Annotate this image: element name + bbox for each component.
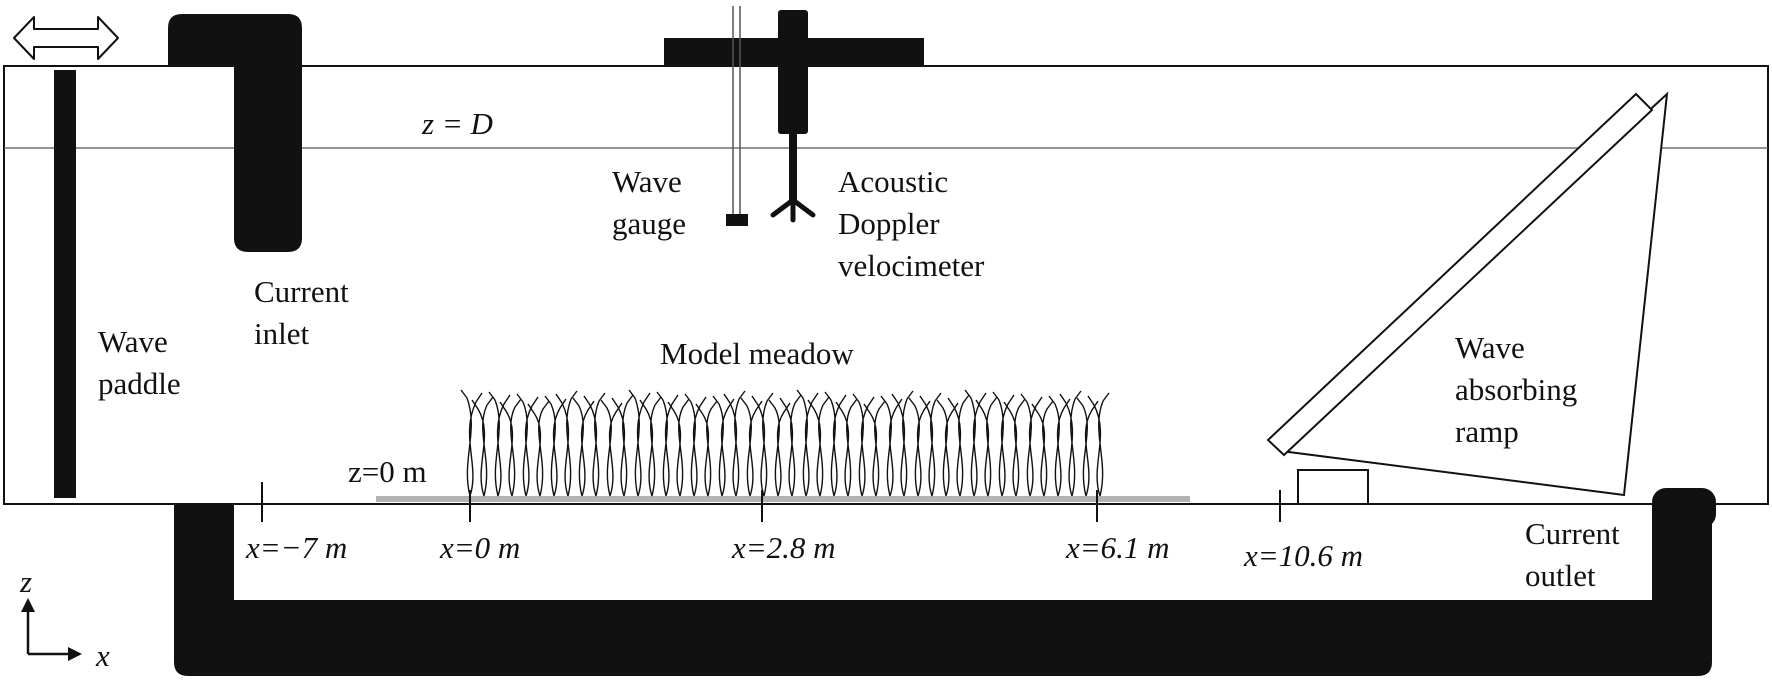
model-meadow-label: Model meadow [660, 336, 854, 371]
meadow-plant [807, 396, 830, 497]
meadow-plant [1003, 398, 1026, 497]
meadow-plant [1059, 390, 1082, 497]
meadow-plant [1048, 395, 1071, 497]
meadow-plant [639, 396, 662, 497]
meadow-plant [583, 392, 606, 497]
position-label-x-2-8: x=2.8 m [731, 530, 836, 565]
meadow-plant [852, 393, 875, 497]
meadow-plant [656, 391, 679, 497]
current-inlet-label: Current inlet [254, 274, 356, 351]
meadow-plant [1076, 397, 1099, 497]
meadow-plant [712, 395, 735, 497]
adv-housing [778, 10, 808, 134]
meadow-plant [611, 394, 634, 497]
meadow-plant [488, 391, 511, 497]
meadow-plant [740, 397, 763, 497]
meadow-plant [516, 393, 539, 497]
meadow-plant [527, 400, 550, 497]
meadow-plant [460, 389, 483, 497]
ramp-support [1297, 469, 1369, 505]
meadow-plant [824, 391, 847, 497]
adv-label: Acoustic Doppler velocimeter [838, 164, 985, 283]
meadow-plant [796, 389, 819, 497]
meadow-plant [471, 396, 494, 497]
meadow-plant [936, 399, 959, 497]
model-meadow [460, 389, 1110, 497]
adv-probe-head [770, 197, 816, 223]
meadow-plant [880, 395, 903, 497]
meadow-plant [572, 397, 595, 497]
axis-x-label: x [95, 638, 110, 673]
wave-paddle [54, 70, 76, 498]
meadow-plant [779, 394, 802, 497]
wave-paddle-label: Wave paddle [98, 324, 181, 401]
meadow-plant [975, 396, 998, 497]
meadow-plant [919, 392, 942, 497]
meadow-plant [723, 390, 746, 497]
meadow-plant [600, 399, 623, 497]
double-arrow-icon [13, 16, 119, 60]
meadow-plant [947, 394, 970, 497]
position-label-x-0: x=0 m [439, 530, 520, 565]
meadow-plant [499, 398, 522, 497]
meadow-plant [751, 392, 774, 497]
current-outlet-label: Current outlet [1525, 516, 1627, 593]
adv-stem [789, 134, 797, 204]
meadow-plant [768, 399, 791, 497]
meadow-plant [544, 395, 567, 497]
wave-gauge-probe [726, 214, 748, 226]
meadow-plant [695, 400, 718, 497]
meadow-plant [667, 398, 690, 497]
meadow-plant [684, 393, 707, 497]
meadow-plant [891, 390, 914, 497]
current-outlet-pipe [1652, 488, 1716, 528]
flume-bed-strip [376, 496, 1190, 502]
meadow-plant [1087, 392, 1110, 497]
meadow-plant [628, 389, 651, 497]
meadow-plant [1020, 393, 1043, 497]
bed-label: z=0 m [348, 454, 427, 489]
position-label-x-minus-7: x=−7 m [245, 530, 347, 565]
meadow-plant [964, 389, 987, 497]
current-inlet-pipe [168, 14, 302, 252]
position-label-x-6-1: x=6.1 m [1065, 530, 1170, 565]
wave-gauge-label: Wave gauge [612, 164, 690, 241]
axis-z-label: z [19, 564, 32, 599]
axes-icon [21, 598, 82, 661]
wave-ramp-label: Wave absorbing ramp [1455, 330, 1585, 449]
meadow-plant [1031, 400, 1054, 497]
meadow-plant [908, 397, 931, 497]
surface-label: z = D [421, 106, 493, 141]
meadow-plant [992, 391, 1015, 497]
meadow-plant [835, 398, 858, 497]
ramp-upper-plate [1266, 92, 1654, 457]
recirculation-pipe [174, 504, 1712, 676]
position-label-x-10-6: x=10.6 m [1243, 538, 1363, 573]
meadow-plant [555, 390, 578, 497]
meadow-plant [863, 400, 886, 497]
